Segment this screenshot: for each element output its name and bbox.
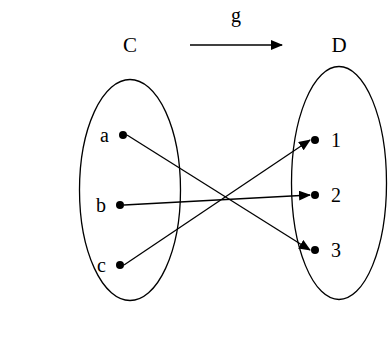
set-element: 1 bbox=[311, 129, 341, 151]
mapping-arrow bbox=[190, 44, 282, 45]
set-boundary bbox=[80, 80, 181, 301]
element-dot bbox=[119, 131, 127, 139]
set-ellipse: D 1 2 3 bbox=[290, 33, 388, 303]
element-label: 1 bbox=[331, 129, 341, 151]
element-label: c bbox=[97, 254, 106, 276]
set-ellipse: Ca b c bbox=[78, 33, 182, 303]
set-element: b bbox=[96, 194, 124, 216]
set-element: c bbox=[97, 254, 124, 276]
set-element: 3 bbox=[311, 239, 341, 261]
element-dot bbox=[311, 246, 319, 254]
element-label: b bbox=[96, 194, 106, 216]
mapping-arrow bbox=[124, 140, 310, 265]
set-element: a bbox=[100, 124, 127, 146]
set-boundary bbox=[292, 67, 387, 300]
set-name: D bbox=[290, 33, 388, 57]
element-dot bbox=[116, 201, 124, 209]
set-element: 2 bbox=[311, 184, 341, 206]
function-name: g bbox=[228, 4, 244, 26]
element-dot bbox=[311, 136, 319, 144]
set-name: C bbox=[78, 33, 182, 57]
mapping-arrow bbox=[124, 195, 310, 205]
set-outline bbox=[78, 78, 182, 302]
element-label: 3 bbox=[331, 239, 341, 261]
element-label: 2 bbox=[331, 184, 341, 206]
mapping-arrow bbox=[127, 135, 310, 250]
element-label: a bbox=[100, 124, 109, 146]
element-dot bbox=[311, 191, 319, 199]
set-outline bbox=[290, 65, 388, 301]
element-dot bbox=[116, 261, 124, 269]
